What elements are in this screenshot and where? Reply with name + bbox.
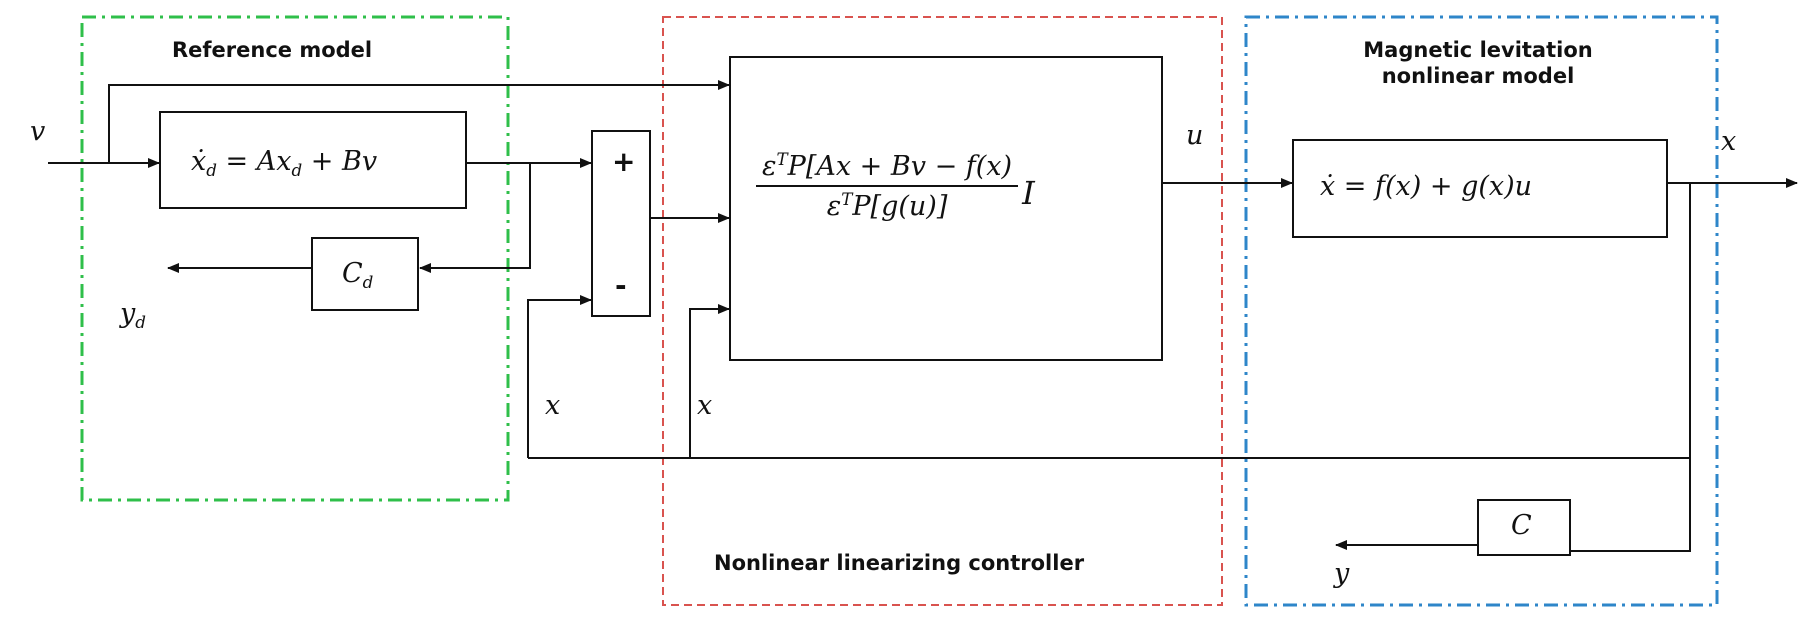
summer-plus-sign: + — [612, 145, 636, 178]
reference-equation-block — [159, 111, 467, 209]
controller-gain-i: I — [1022, 174, 1035, 213]
cd-label: Cd — [342, 258, 374, 292]
x-to-controller-wire — [689, 304, 730, 458]
plant-equation-block — [1292, 139, 1668, 238]
controller-block — [729, 56, 1163, 361]
controller-law: εTP[Ax + Bv − f(x) εTP[g(u)] I — [756, 149, 1035, 223]
summer-minus-sign: - — [615, 269, 627, 302]
cd-block — [311, 237, 419, 311]
signal-v: v — [30, 116, 46, 147]
v-feedforward-wire — [108, 80, 730, 163]
signal-x-output: x — [1721, 126, 1737, 157]
xd-to-cd-wire — [419, 163, 531, 273]
reference-model-group — [80, 15, 510, 502]
controller-denominator: εTP[g(u)] — [826, 189, 948, 223]
x-to-c-wire — [1570, 458, 1691, 552]
fraction-bar — [756, 185, 1019, 188]
signal-x-feedback-summer: x — [545, 390, 561, 421]
plant-equation: ẋ = f(x) + g(x)u — [1320, 171, 1533, 202]
controller-numerator: εTP[Ax + Bv − f(x) — [762, 149, 1013, 183]
reference-model-title: Reference model — [172, 38, 373, 62]
signal-u: u — [1186, 120, 1204, 151]
controller-group — [662, 16, 1223, 606]
signal-yd: yd — [120, 298, 146, 332]
plant-group — [1244, 15, 1719, 607]
controller-title: Nonlinear linearizing controller — [714, 551, 1085, 575]
c-label: C — [1511, 510, 1532, 541]
summer-block — [591, 130, 651, 317]
c-block — [1477, 499, 1571, 556]
x-to-summer-wire — [527, 295, 592, 458]
reference-equation: ẋd = Axd + Bv — [191, 146, 378, 180]
signal-y: y — [1334, 558, 1350, 589]
signal-x-feedback-controller: x — [697, 390, 713, 421]
